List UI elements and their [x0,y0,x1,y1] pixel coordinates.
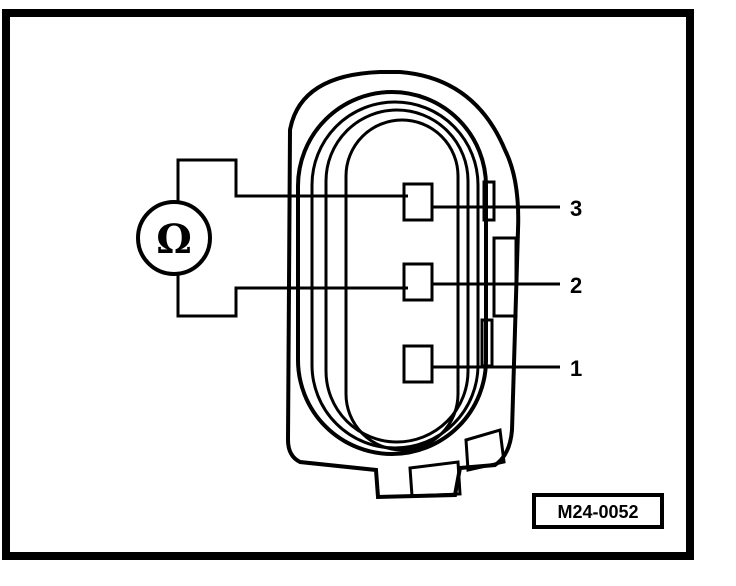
housing-rim-2 [310,100,480,450]
ohmmeter-icon: Ω [136,200,212,276]
figure-code-border [532,493,664,529]
pin-label-2: 2 [570,273,582,298]
figure-code-box: M24-0052 [532,493,664,529]
pin-terminals [402,182,434,384]
outer-border [2,9,694,560]
pin-leaders [432,205,560,369]
housing-rim-3 [324,108,470,444]
figure-code: M24-0052 [557,502,638,522]
ohmmeter-circle [136,200,212,276]
test-lead-upper [176,158,408,210]
housing-rim-1 [296,90,488,456]
latch-rib-middle [492,236,518,318]
test-lead-lower [176,268,408,318]
ohm-symbol: Ω [156,216,192,263]
pin-terminal-2 [402,262,434,302]
pin-terminal-1 [402,344,434,384]
key-tab-right [464,428,506,472]
housing-outer [285,70,521,500]
ohmmeter-leads [176,158,408,318]
pin-label-3: 3 [570,196,582,221]
pin-terminal-3 [402,182,434,222]
key-tab-bottom [408,460,462,498]
latch-rib-top [482,180,496,222]
pin-label-1: 1 [570,356,582,381]
